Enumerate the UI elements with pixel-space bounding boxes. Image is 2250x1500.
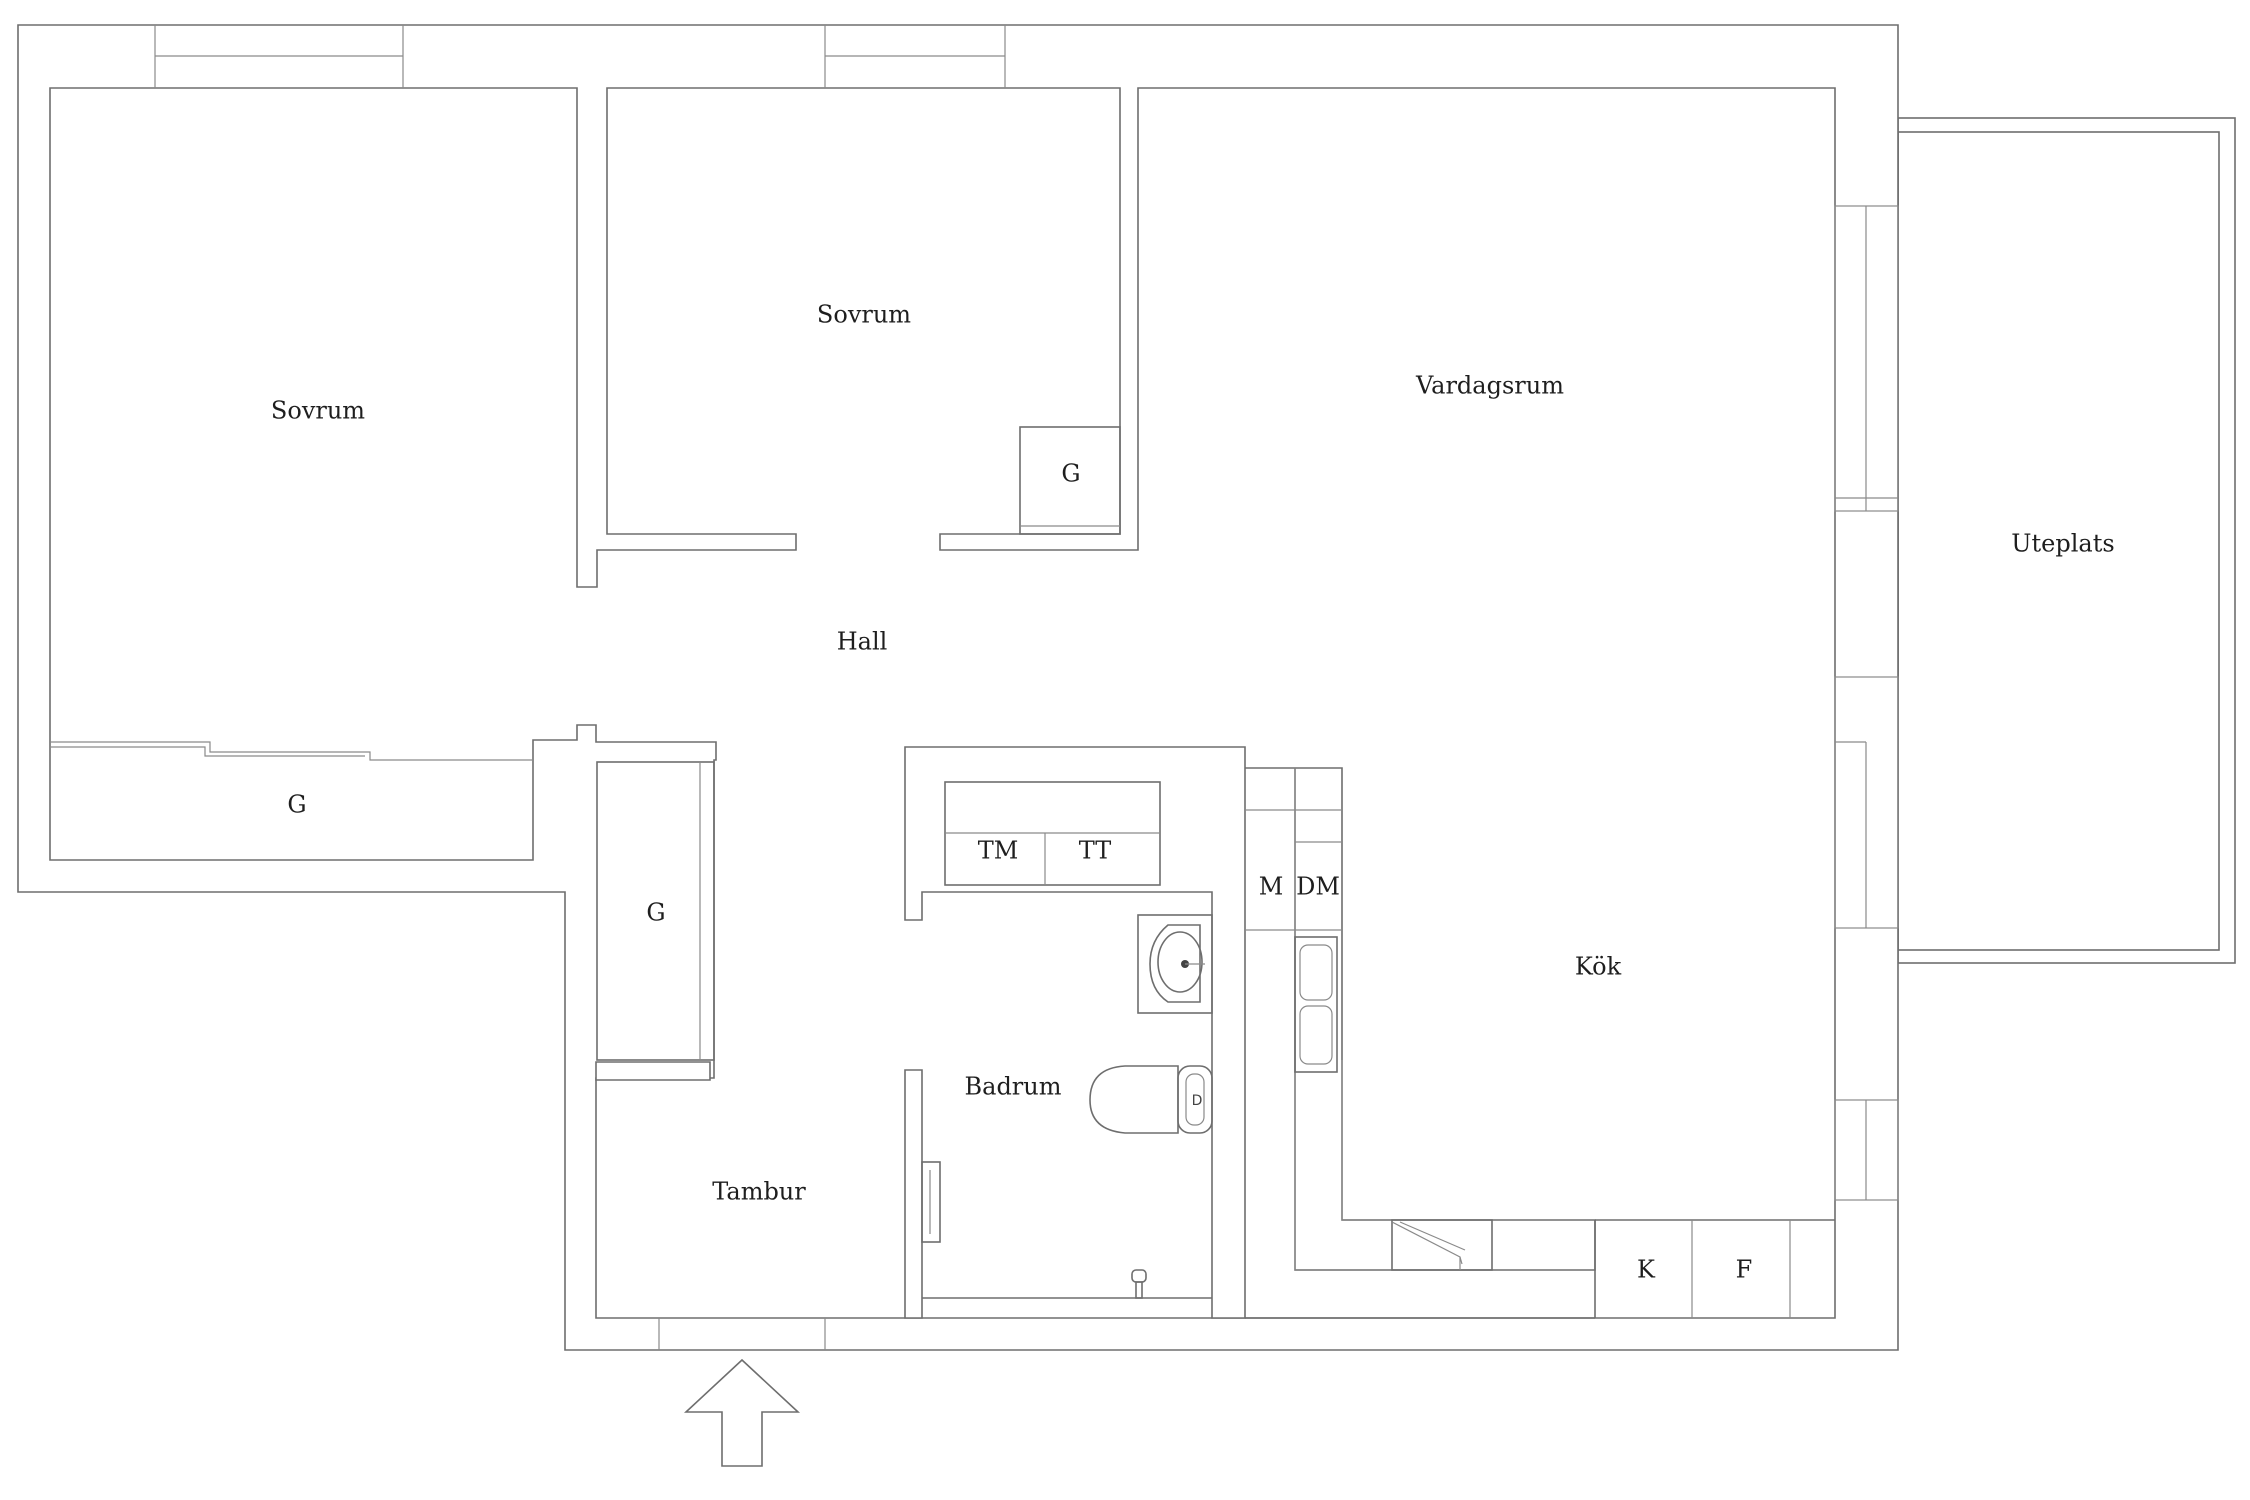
vestibule-wall [595,1061,711,1081]
floor-drain-icon [1131,1269,1147,1299]
bathroom-wall-lower [904,1069,923,1319]
wardrobe-bedroom-middle [1019,426,1121,535]
front-door [658,1318,826,1350]
room-label-vestibule: Tambur [712,1178,806,1206]
wardrobe-vestibule [596,761,715,1061]
washbasin-icon [1137,914,1213,1014]
fixture-label-microwave: M [1259,873,1284,901]
window-bedroom-middle [824,25,1006,88]
towel-rail-icon [921,1161,941,1243]
fixture-label-wardrobe-left: G [287,791,306,819]
room-label-living-room: Vardagsrum [1415,372,1564,400]
fixture-label-wardrobe-vestibule: G [646,899,665,927]
room-label-bathroom: Badrum [965,1073,1062,1101]
fixture-label-wardrobe-middle: G [1061,460,1080,488]
fixture-label-tumble-dryer: TT [1079,837,1111,865]
fixture-label-dishwasher: DM [1296,873,1340,901]
wardrobe-doors-left [50,741,533,761]
bathroom-wall [904,746,1246,1319]
window-kitchen [1834,676,1899,929]
room-label-terrace: Uteplats [2011,530,2114,558]
room-label-hall: Hall [837,628,888,656]
laundry-cabinet [944,781,1161,886]
entrance-arrow-icon [683,1358,801,1467]
window-kitchen-lower [1834,1099,1899,1201]
window-bedroom-left [154,25,404,88]
toilet-icon: D [1089,1065,1213,1134]
fridge-freezer [1594,1219,1835,1318]
fixture-label-freezer: F [1736,1256,1753,1284]
svg-text:D: D [1192,1093,1203,1109]
room-label-kitchen: Kök [1575,953,1622,981]
fixture-label-fridge: K [1637,1256,1656,1284]
kitchen-sink-icon [1294,936,1338,1073]
window-living-room [1834,205,1899,512]
kitchen-counter [1245,767,1596,1319]
room-label-bedroom-middle: Sovrum [817,301,911,329]
fixture-label-washing-machine: TM [978,837,1019,865]
room-label-bedroom-left: Sovrum [271,397,365,425]
stove-icon [1391,1219,1493,1271]
outer-wall [17,24,1899,1351]
